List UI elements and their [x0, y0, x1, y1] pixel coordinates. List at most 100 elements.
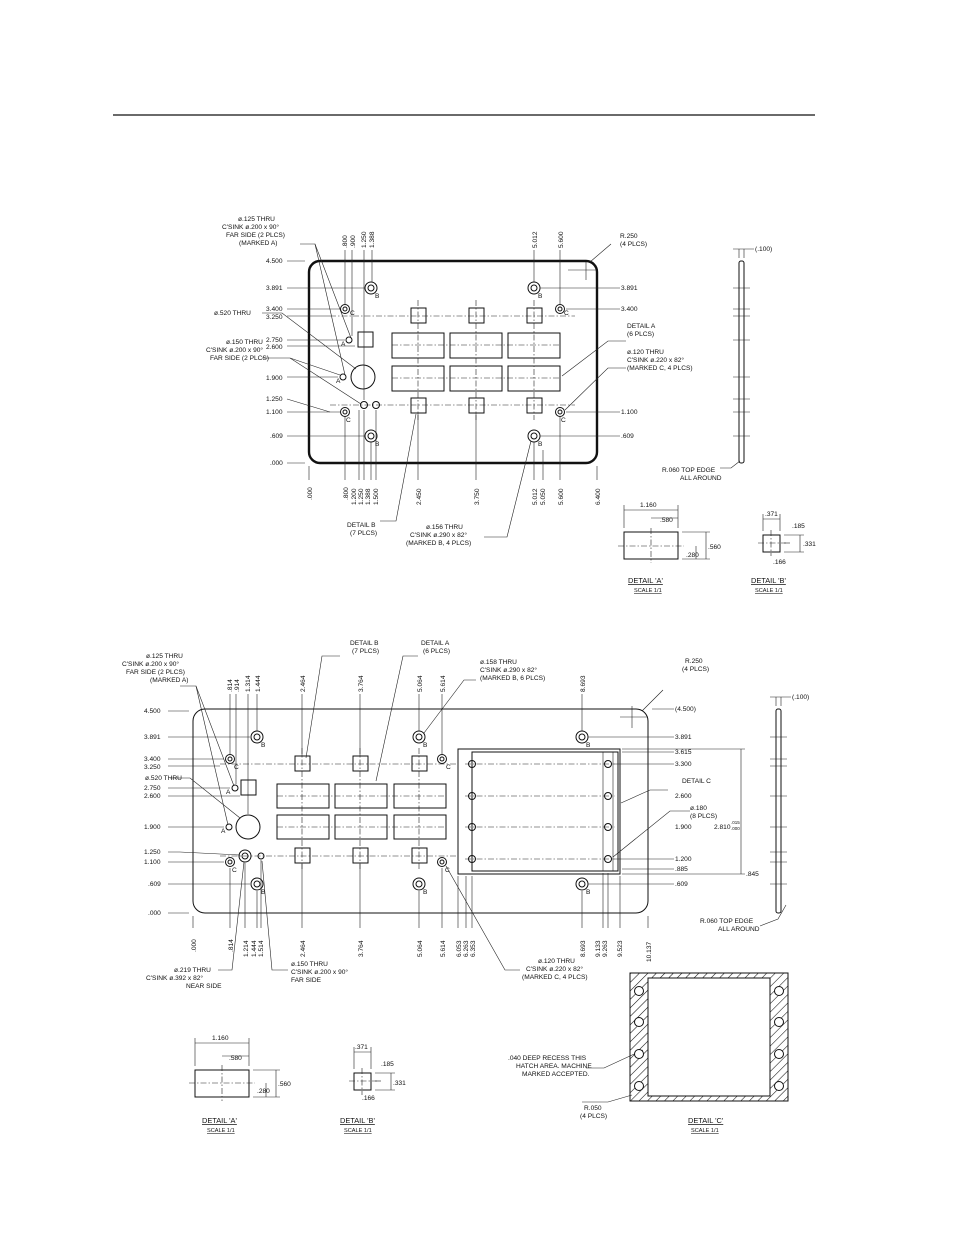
note: DETAIL C: [682, 778, 711, 785]
dim: 1.160: [640, 502, 657, 509]
dim: .371: [765, 511, 778, 518]
dim: 3.764: [358, 940, 365, 957]
dim: 2.450: [416, 488, 423, 505]
dim: .814: [228, 939, 235, 952]
hole-520: [350, 364, 376, 390]
note: ø.520 THRU: [214, 310, 251, 317]
mark-c: C: [350, 310, 355, 317]
dim: 5.012: [532, 231, 539, 248]
dim: .900: [350, 235, 357, 248]
note: (6 PLCS): [627, 331, 654, 338]
bottom-x-dims-top: [229, 694, 583, 814]
note: ø.156 THRU: [426, 524, 463, 531]
dim: 1.100: [144, 859, 161, 866]
mark-b: B: [538, 293, 543, 300]
dim: 2.600: [675, 793, 692, 800]
note: ø.120 THRU: [627, 349, 664, 356]
bottom-notes: ø.125 THRU C'SINK ø.200 x 90° FAR SIDE (…: [122, 640, 717, 990]
mark-a: A: [221, 828, 226, 835]
note: ø.150 THRU: [226, 339, 263, 346]
dim: 1.250: [361, 231, 368, 248]
note: C'SINK ø.200 x 90°: [222, 223, 279, 231]
dim: 9.263: [602, 940, 609, 957]
top-detail-b: [758, 514, 804, 556]
dim: 3.891: [144, 734, 161, 741]
note: DETAIL A: [421, 640, 450, 647]
dim: .814: [227, 679, 234, 692]
note: ø.120 THRU: [538, 958, 575, 965]
dim: 2.750: [144, 785, 161, 792]
dim: 3.764: [358, 675, 365, 692]
dim: .185: [381, 1061, 394, 1068]
top-detail-b-squares: [357, 307, 543, 414]
bottom-holes: [225, 730, 589, 891]
note: C'SINK ø.200 x 90°: [206, 346, 263, 354]
dim: 1.514: [258, 940, 265, 957]
mark-c: C: [561, 417, 566, 424]
note: (4 PLCS): [580, 1113, 607, 1120]
mark-c: C: [446, 764, 451, 771]
dim: 5.064: [417, 940, 424, 957]
dim: 4.500: [144, 708, 161, 715]
dim: 8.693: [580, 675, 587, 692]
mark-b: B: [261, 742, 266, 749]
note: FAR SIDE (2 PLCS): [126, 669, 185, 676]
dim: 3.891: [675, 734, 692, 741]
dim: 10.137: [646, 941, 653, 962]
mark-b: B: [538, 441, 543, 448]
note: HATCH AREA. MACHINE: [516, 1063, 592, 1070]
dim: 6.353: [470, 940, 477, 957]
dim: 2.750: [266, 337, 283, 344]
top-detail-a: [618, 505, 710, 563]
mark-a: A: [336, 378, 341, 385]
dim: 3.250: [266, 314, 283, 321]
note: MARKED ACCEPTED.: [522, 1071, 590, 1078]
note: (7 PLCS): [352, 648, 379, 655]
note: ALL AROUND: [680, 475, 722, 482]
mark-b: B: [423, 742, 428, 749]
dim: .000: [148, 910, 161, 917]
dim: .609: [675, 881, 688, 888]
bottom-y-dims-left: [168, 710, 250, 914]
dim: 3.891: [266, 285, 283, 292]
dim: .800: [343, 487, 350, 500]
detail-title: DETAIL 'A': [202, 1116, 237, 1125]
note: ø.520 THRU: [145, 775, 182, 782]
note: (MARKED A): [239, 240, 277, 247]
detail-title: DETAIL 'A': [628, 576, 663, 585]
note: (MARKED B, 6 PLCS): [480, 675, 545, 682]
note: R.060 TOP EDGE: [700, 918, 754, 925]
detail-scale: SCALE 1/1: [691, 1128, 719, 1134]
top-side-view: [720, 248, 754, 469]
detail-c-view: [629, 972, 789, 1102]
dim: (.100): [755, 246, 772, 253]
note: DETAIL A: [627, 323, 656, 330]
dim: 2.464: [300, 940, 307, 957]
dim: .166: [362, 1095, 375, 1102]
note: C'SINK ø.200 x 90°: [291, 968, 348, 976]
dim: 4.500: [266, 258, 283, 265]
note: (MARKED C, 4 PLCS): [627, 365, 693, 372]
dim: 5.064: [417, 675, 424, 692]
dim: .185: [792, 523, 805, 530]
dim: .560: [278, 1081, 291, 1088]
top-plate-outline: [307, 259, 599, 465]
note: (4 PLCS): [682, 666, 709, 673]
dim: 1.250: [144, 849, 161, 856]
note: R.050: [584, 1105, 602, 1112]
dim: 5.012: [532, 488, 539, 505]
detail-scale: SCALE 1/1: [207, 1128, 235, 1134]
note: ø.158 THRU: [480, 659, 517, 666]
dim: 2.810: [714, 824, 731, 831]
mark-a: A: [341, 341, 346, 348]
dim: 2.600: [266, 344, 283, 351]
mark-c: C: [234, 764, 239, 771]
note: ø.180: [690, 805, 707, 812]
dim: .331: [803, 541, 816, 548]
dim: .800: [342, 235, 349, 248]
detail-scale: SCALE 1/1: [344, 1128, 372, 1134]
note: FAR SIDE (2 PLCS): [210, 355, 269, 362]
note: (MARKED B, 4 PLCS): [406, 540, 471, 547]
mark-b: B: [586, 742, 591, 749]
dim: (.100): [792, 694, 809, 701]
